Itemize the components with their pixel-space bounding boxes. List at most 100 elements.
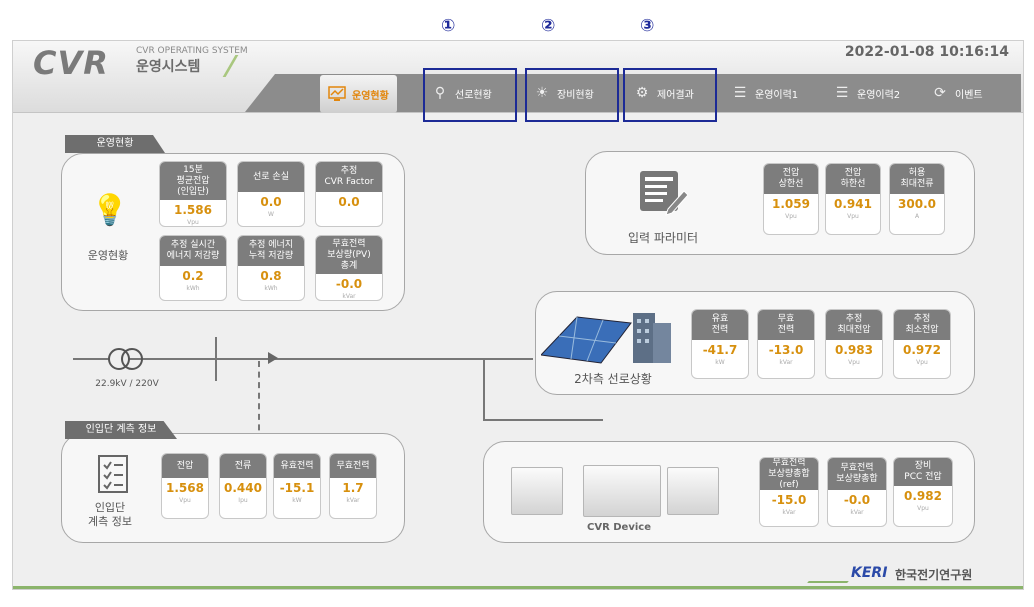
card-value: 0.8: [260, 269, 282, 283]
card-value: -15.0: [771, 493, 807, 507]
tab-label: 장비현황: [557, 89, 594, 101]
card-label: 무효 전력: [758, 310, 814, 340]
card-label: 유효전력: [274, 454, 320, 478]
card-value: 1.586: [174, 203, 212, 217]
card-unit: kVar: [779, 359, 793, 366]
intake-caption: 인입단 계측 정보: [88, 501, 132, 528]
card-value: -0.0: [843, 493, 871, 507]
card-label: 전압 하한선: [826, 164, 880, 194]
operation-card: 추정 실시간 에너지 저감량 0.2 kWh: [159, 235, 227, 301]
solar-building-illustration: [539, 305, 677, 369]
marker-2: ②: [541, 16, 556, 36]
cvr-device-unit-3: [667, 467, 719, 515]
tab-history-1[interactable]: ☰ 운영이력1: [731, 74, 798, 112]
subtitle-en: CVR OPERATING SYSTEM: [136, 46, 248, 56]
org-name: 한국전기연구원: [895, 568, 973, 582]
secondary-card: 무효 전력 -13.0 kVar: [757, 309, 815, 379]
card-label: 유효 전력: [692, 310, 748, 340]
dashed-link: [258, 361, 260, 441]
card-unit: Ipu: [238, 497, 248, 504]
marker-3: ③: [640, 16, 655, 36]
card-label: 전압: [162, 454, 208, 478]
tab-equipment-status[interactable]: ☀ 장비현황: [533, 74, 594, 112]
card-value: 0.982: [904, 489, 942, 503]
input-params-caption: 입력 파라미터: [627, 231, 699, 245]
highlight-box-3: [623, 68, 717, 122]
solar-panel-icon: ☀: [535, 85, 549, 101]
card-unit: Vpu: [848, 359, 860, 366]
card-unit: Vpu: [179, 497, 191, 504]
tab-event[interactable]: ⟳ 이벤트: [931, 74, 982, 112]
transformer-icon: [101, 346, 151, 372]
card-label: 전압 상한선: [764, 164, 818, 194]
card-unit: kW: [292, 497, 302, 504]
card-value: -41.7: [702, 343, 738, 357]
card-value: 1.059: [772, 197, 810, 211]
device-link-horizontal: [483, 419, 603, 421]
card-label: 무효전력 보상량총합 (ref): [760, 458, 818, 490]
marker-1: ①: [441, 16, 456, 36]
card-unit: kWh: [186, 285, 200, 292]
card-value: -13.0: [768, 343, 804, 357]
card-value: 0.983: [835, 343, 873, 357]
card-unit: kW: [715, 359, 725, 366]
gears-icon: ⚙: [635, 85, 649, 101]
highlight-box-1: [423, 68, 517, 122]
subtitle-ko: 운영시스템: [136, 59, 201, 75]
card-label: 추정 최소전압: [894, 310, 950, 340]
main-line: [73, 358, 533, 360]
card-unit: Vpu: [917, 505, 929, 512]
card-label: 15분 평균전압 (인입단): [160, 162, 226, 200]
list-icon: ☰: [733, 85, 747, 101]
tab-operation[interactable]: 운영현황: [320, 75, 397, 113]
tab-label: 제어결과: [657, 89, 694, 101]
card-unit: A: [914, 213, 920, 220]
card-value: 0.941: [834, 197, 872, 211]
header: CVR CVR OPERATING SYSTEM 운영시스템 2022-01-0…: [13, 41, 1023, 113]
operation-caption: 운영현황: [87, 249, 129, 262]
card-value: 0.2: [182, 269, 204, 283]
lightbulb-icon: 💡: [91, 193, 129, 228]
highlight-box-2: [525, 68, 619, 122]
footer-bar: [13, 586, 1023, 589]
card-label: 장비 PCC 전압: [894, 458, 952, 486]
card-label: 추정 에너지 누적 저감량: [238, 236, 304, 266]
device-link-vertical: [483, 358, 485, 420]
card-label: 전류: [220, 454, 266, 478]
tab-control-result[interactable]: ⚙ 제어결과: [633, 74, 694, 112]
card-label: 허용 최대전류: [890, 164, 944, 194]
checklist-icon: [97, 454, 131, 494]
card-label: 추정 실시간 에너지 저감량: [160, 236, 226, 266]
card-value: 0.0: [260, 195, 282, 209]
search-icon: ⚲: [434, 85, 446, 101]
card-value: -0.0: [335, 277, 363, 291]
keri-logo: KERI: [851, 565, 888, 581]
app-window: CVR CVR OPERATING SYSTEM 운영시스템 2022-01-0…: [12, 40, 1024, 590]
tab-line-status[interactable]: ⚲ 선로현황: [431, 74, 492, 112]
device-caption: CVR Device: [587, 522, 651, 533]
card-value: 0.972: [903, 343, 941, 357]
card-label: 무효전력: [330, 454, 376, 478]
operation-title: 운영현황: [65, 135, 165, 153]
logo: CVR: [33, 44, 109, 82]
datetime: 2022-01-08 10:16:14: [844, 44, 1009, 60]
cvr-device-unit-1: [511, 467, 563, 515]
card-unit: kVar: [346, 497, 360, 504]
tab-history-2[interactable]: ☰ 운영이력2: [833, 74, 900, 112]
card-unit: kVar: [342, 293, 356, 300]
